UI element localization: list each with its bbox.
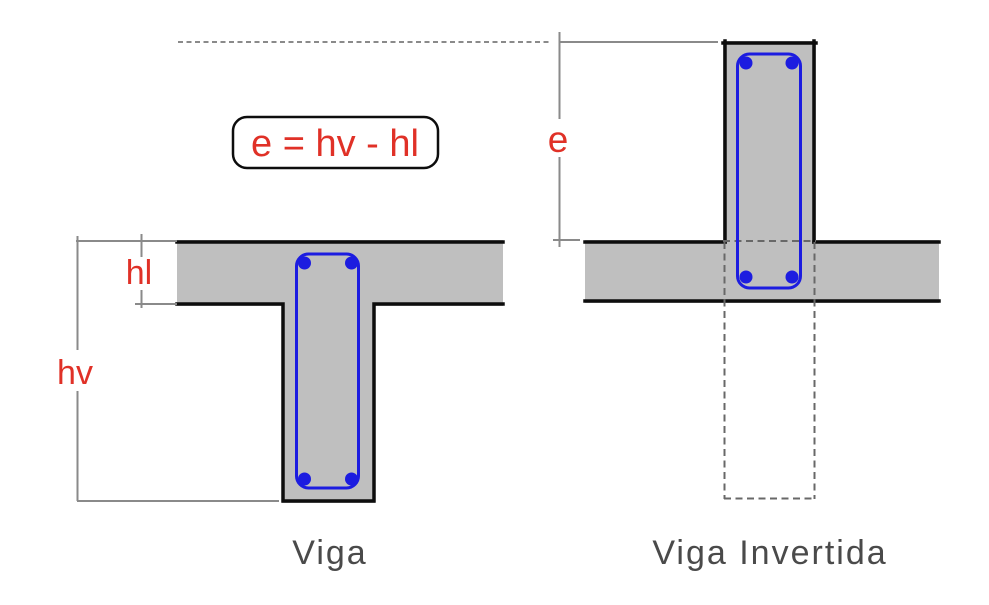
viga-stem-outline bbox=[175, 302, 505, 503]
viga-invertida-section: e Viga Invertida bbox=[548, 32, 941, 572]
hl-label: hl bbox=[126, 254, 152, 292]
inverted-rebar-top-right bbox=[785, 56, 799, 70]
inverted-rebar-bottom-left bbox=[739, 270, 753, 284]
viga-rebar-top-right bbox=[345, 256, 358, 270]
hv-label: hv bbox=[57, 354, 93, 392]
e-label: e bbox=[548, 119, 569, 160]
viga-rebar-bottom-right bbox=[345, 472, 358, 486]
formula-box bbox=[231, 115, 440, 170]
formula-text: e = hv - hl bbox=[251, 123, 419, 165]
hl-dimension: hl bbox=[126, 234, 177, 308]
viga-concrete-fill bbox=[177, 240, 503, 503]
viga-invertida-caption: Viga Invertida bbox=[652, 534, 887, 572]
hv-dimension: hv bbox=[57, 236, 279, 502]
viga-invertida-stirrup bbox=[736, 52, 802, 290]
viga-invertida-concrete-fill bbox=[585, 41, 939, 303]
formula-callout: e = hv - hl bbox=[231, 115, 440, 170]
e-dimension: e bbox=[548, 32, 718, 247]
viga-caption: Viga bbox=[292, 534, 367, 572]
viga-section: hl hv Viga bbox=[57, 234, 505, 572]
viga-rebar-bottom-left bbox=[298, 472, 311, 486]
inverted-rebar-top-left bbox=[739, 56, 753, 70]
inverted-rebar-bottom-right bbox=[785, 270, 799, 284]
viga-stirrup bbox=[295, 252, 360, 490]
viga-rebar-top-left bbox=[298, 256, 311, 270]
